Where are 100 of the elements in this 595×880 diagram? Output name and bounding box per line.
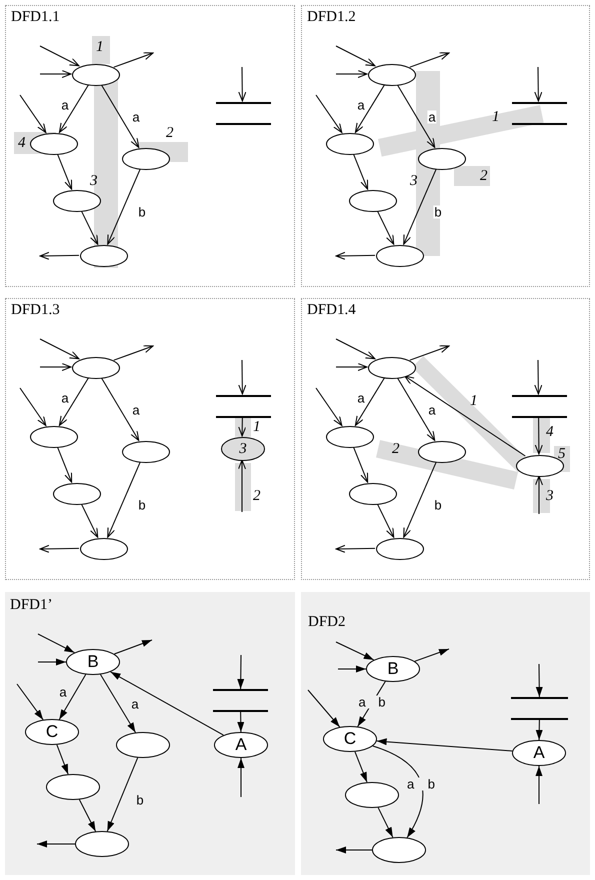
arrow: [352, 446, 368, 483]
arrow: [38, 658, 66, 666]
arrow: [409, 52, 450, 68]
arrow: [316, 388, 342, 426]
arrow: [100, 84, 140, 148]
arrow: [80, 210, 98, 245]
process-label: 3: [239, 440, 247, 458]
panel-background: [301, 592, 590, 875]
data-store: [512, 395, 567, 418]
arrow: [20, 94, 46, 133]
arrow: [308, 690, 340, 728]
panel-frame: [5, 298, 295, 580]
band-number: 2: [392, 442, 400, 457]
process-label: B: [87, 653, 99, 671]
edge-label: b: [433, 498, 443, 512]
process-label: C: [46, 723, 58, 741]
arrow: [336, 338, 376, 360]
arrow: [238, 66, 246, 102]
arrow: [40, 363, 72, 371]
process-label: A: [235, 736, 247, 754]
arrow: [534, 66, 542, 102]
data-store: [216, 102, 271, 125]
arrow: [336, 70, 368, 78]
arrow: [376, 210, 394, 245]
arrow: [378, 807, 394, 838]
arrow: [58, 674, 86, 720]
arrow: [336, 363, 368, 371]
arrow: [336, 544, 376, 553]
arrow: [40, 70, 72, 78]
arrow: [56, 153, 72, 190]
band-number: 1: [253, 420, 260, 435]
band-number: 3: [546, 489, 554, 504]
arrow: [56, 744, 69, 775]
panel-title: DFD1.2: [307, 9, 356, 26]
process-label: A: [533, 744, 545, 762]
arrow: [238, 758, 244, 798]
arrow: [396, 377, 436, 441]
arrow: [16, 684, 44, 720]
arrow: [238, 416, 246, 436]
arrow: [354, 84, 386, 133]
panel-frame: [5, 5, 295, 287]
arrow: [78, 799, 96, 832]
panel-title: DFD1’: [10, 597, 53, 614]
band-number: 2: [166, 126, 174, 141]
band-number: 1: [96, 40, 104, 55]
band-number: 3: [410, 174, 418, 189]
band-number: 3: [90, 174, 98, 189]
arrow: [396, 84, 436, 148]
data-store: [511, 697, 568, 720]
arrow: [536, 720, 543, 740]
arrow: [238, 460, 246, 512]
arrow: [113, 345, 154, 361]
arrow: [354, 751, 368, 783]
edge-label: a b: [406, 778, 436, 790]
arrow: [80, 503, 98, 538]
arrow: [110, 671, 224, 736]
arrow: [56, 446, 72, 483]
band-number: 4: [18, 136, 26, 151]
data-store: [512, 102, 567, 125]
arrow: [376, 503, 394, 538]
arrow: [40, 46, 80, 66]
arrow: [237, 654, 244, 690]
edge-label: b: [433, 206, 443, 218]
data-store: [213, 689, 268, 712]
arrow: [403, 168, 437, 245]
arrow: [336, 252, 376, 260]
arrow: [114, 640, 152, 654]
panel-frame: [301, 5, 590, 287]
arrow: [336, 46, 376, 66]
band-number: 5: [558, 447, 566, 462]
process-label: C: [344, 730, 356, 748]
arrow: [58, 84, 90, 133]
arrow: [352, 153, 368, 190]
panel-title: DFD1.1: [11, 9, 60, 26]
arrow: [316, 94, 342, 133]
arrow: [113, 52, 154, 68]
process-label: B: [387, 660, 399, 678]
panel-title: DFD1.4: [307, 302, 356, 319]
arrow: [403, 461, 437, 538]
arrow: [40, 338, 80, 360]
arrow: [38, 634, 75, 654]
arrow: [404, 376, 526, 456]
arrow: [106, 757, 138, 832]
arrow: [336, 846, 372, 854]
edge-label: a: [427, 110, 437, 124]
edge-label: b: [137, 498, 147, 512]
panel-title: DFD2: [308, 614, 346, 631]
arrow: [409, 345, 450, 361]
arrow: [40, 544, 80, 553]
edge-label: a b: [357, 696, 387, 708]
arrow: [376, 738, 513, 752]
data-store: [216, 395, 271, 418]
panel-frame: [301, 298, 590, 580]
band-number: 1: [470, 394, 478, 409]
arrow: [338, 666, 366, 672]
arrow: [107, 461, 141, 538]
band-number: 1: [492, 110, 500, 125]
arrow: [535, 476, 543, 514]
arrow: [372, 746, 424, 838]
arrow: [534, 360, 542, 394]
